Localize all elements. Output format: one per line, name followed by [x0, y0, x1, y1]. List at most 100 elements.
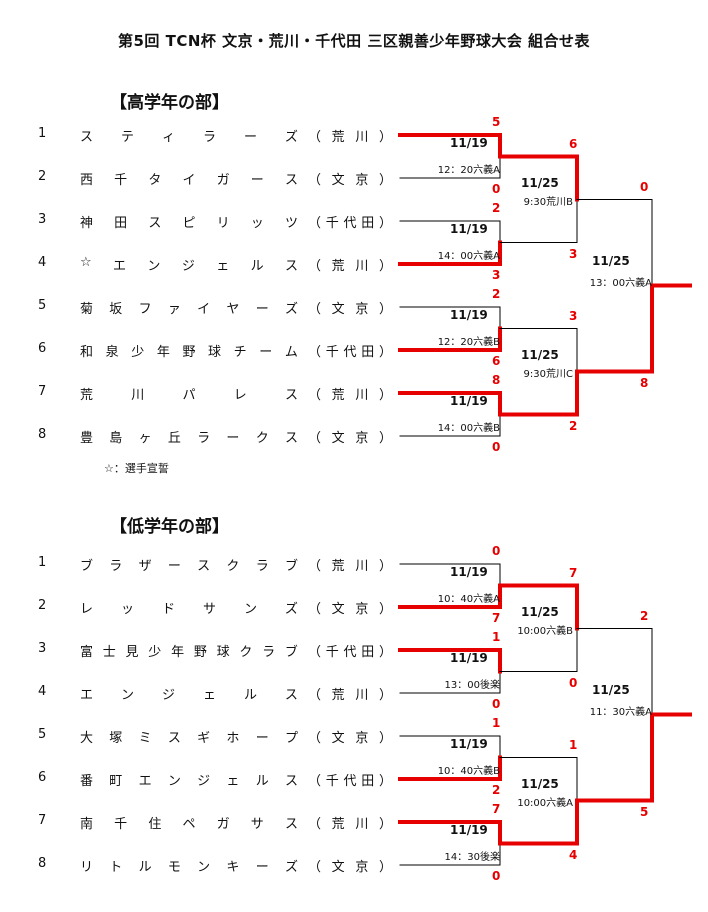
team-number: 3: [38, 641, 47, 656]
r1-score-bottom: 7: [492, 611, 501, 625]
team-number: 3: [38, 212, 47, 227]
team-name: ☆エンジェルス: [80, 255, 298, 274]
r1-match-venue: 13：00後楽: [444, 680, 500, 691]
r1-score-top: 1: [492, 716, 501, 730]
r1-match-date: 11/19: [450, 737, 488, 751]
team-name: 西千タイガース: [80, 173, 298, 188]
team-name-row: 西千タイガース （文京）: [80, 169, 392, 188]
team-name: リトルモンキーズ: [80, 860, 298, 875]
r1-score-top: 2: [492, 201, 501, 215]
r1-loser-line: [399, 220, 501, 243]
r1-loser-line: [399, 671, 501, 694]
team-name: 番町エンジェルス: [80, 774, 298, 789]
team-name: 菊坂ファイヤーズ: [80, 302, 298, 317]
r1-score-bottom: 0: [492, 869, 501, 883]
r2-loser-line: [499, 199, 578, 243]
final-score-bottom: 8: [640, 375, 649, 390]
team-area: （文京）: [308, 173, 392, 188]
team-area: （荒川）: [308, 259, 392, 274]
team-number: 4: [38, 684, 47, 699]
team-number: 5: [38, 298, 47, 313]
team-name-row: 菊坂ファイヤーズ （文京）: [80, 298, 392, 317]
team-name-row: スティラーズ（荒川）: [80, 126, 392, 145]
team-name-row: レッドサンズ（文京）: [80, 598, 392, 617]
team-area: （千代田）: [308, 216, 392, 231]
final-winner-line: [575, 712, 692, 803]
team-name-row: 和泉少年野球チーム （千代田）: [80, 341, 392, 360]
r2-loser-line: [499, 757, 578, 801]
team-name-row: 大塚ミスギホープ（文京）: [80, 727, 392, 746]
team-number: 1: [38, 555, 47, 570]
team-area: （荒川）: [308, 688, 392, 703]
r2-loser-line: [499, 328, 578, 372]
r2-score-top: 6: [569, 136, 578, 151]
final-match-date: 11/25: [592, 253, 630, 268]
r1-winner-line: [398, 755, 502, 781]
r2-match-venue: 9:30荒川B: [523, 196, 573, 208]
r2-winner-line: [498, 369, 579, 417]
r1-winner-line: [398, 326, 502, 352]
r1-score-bottom: 0: [492, 440, 501, 454]
r1-loser-line: [399, 414, 501, 437]
team-number: 6: [38, 770, 47, 785]
r1-winner-line: [398, 583, 502, 609]
r1-match-venue: 14：00六義B: [437, 423, 500, 434]
section-heading-upper: 【高学年の部】: [110, 93, 229, 113]
r1-match-venue: 12：20六義B: [437, 337, 500, 348]
team-area: （文京）: [308, 431, 392, 446]
r1-score-top: 7: [492, 802, 501, 816]
team-number: 2: [38, 169, 47, 184]
team-name-row: ブラザースクラブ （荒川）: [80, 555, 392, 574]
team-area: （千代田）: [308, 345, 392, 360]
team-area: （荒川）: [308, 559, 392, 574]
r2-match-date: 11/25: [521, 776, 559, 791]
team-name-row: ☆エンジェルス （荒川）: [80, 255, 392, 274]
r1-score-top: 8: [492, 373, 501, 387]
r1-score-top: 0: [492, 544, 501, 558]
r1-match-date: 11/19: [450, 823, 488, 837]
team-name: 和泉少年野球チーム: [80, 345, 298, 360]
team-area: （千代田）: [308, 645, 392, 660]
final-loser-line: [576, 628, 653, 715]
r1-loser-line: [399, 843, 501, 866]
oath-note: ☆：選手宣誓: [104, 462, 169, 475]
r1-score-bottom: 0: [492, 182, 501, 196]
team-name-row: 南千住ペガサス （荒川）: [80, 813, 392, 832]
team-area: （荒川）: [308, 388, 392, 403]
team-name-row: 荒川パレス（荒川）: [80, 384, 392, 403]
r1-score-bottom: 0: [492, 697, 501, 711]
r1-match-date: 11/19: [450, 308, 488, 322]
r1-match-date: 11/19: [450, 222, 488, 236]
r1-match-date: 11/19: [450, 651, 488, 665]
r1-winner-line: [398, 133, 502, 159]
r2-score-bottom: 2: [569, 418, 578, 433]
team-name-row: 富士見少年野球クラブ（千代田）: [80, 641, 392, 660]
team-name-row: 神田スピリッツ（千代田）: [80, 212, 392, 231]
team-number: 7: [38, 384, 47, 399]
r1-match-venue: 14：00六義A: [437, 251, 500, 262]
r1-winner-line: [398, 240, 502, 266]
final-match-date: 11/25: [592, 682, 630, 697]
r1-loser-line: [399, 563, 501, 586]
team-area: （荒川）: [308, 817, 392, 832]
team-area: （文京）: [308, 602, 392, 617]
team-number: 8: [38, 856, 47, 871]
team-name-row: エンジェルス（荒川）: [80, 684, 392, 703]
team-number: 2: [38, 598, 47, 613]
team-area: （文京）: [308, 860, 392, 875]
page-title: 第5回 TCN杯 文京・荒川・千代田 三区親善少年野球大会 組合せ表: [117, 32, 591, 50]
r2-match-date: 11/25: [521, 347, 559, 362]
r2-match-venue: 10:00六義B: [517, 625, 573, 637]
r1-winner-line: [398, 820, 502, 846]
r1-score-bottom: 3: [492, 268, 501, 282]
team-area: （文京）: [308, 302, 392, 317]
team-name: ブラザースクラブ: [80, 559, 298, 574]
final-score-top: 2: [640, 608, 649, 623]
r1-winner-line: [398, 391, 502, 417]
r1-score-top: 5: [492, 115, 501, 129]
team-name: 南千住ペガサス: [80, 817, 298, 832]
r1-score-top: 2: [492, 287, 501, 301]
r1-match-date: 11/19: [450, 136, 488, 150]
section-heading-lower: 【低学年の部】: [110, 517, 229, 537]
